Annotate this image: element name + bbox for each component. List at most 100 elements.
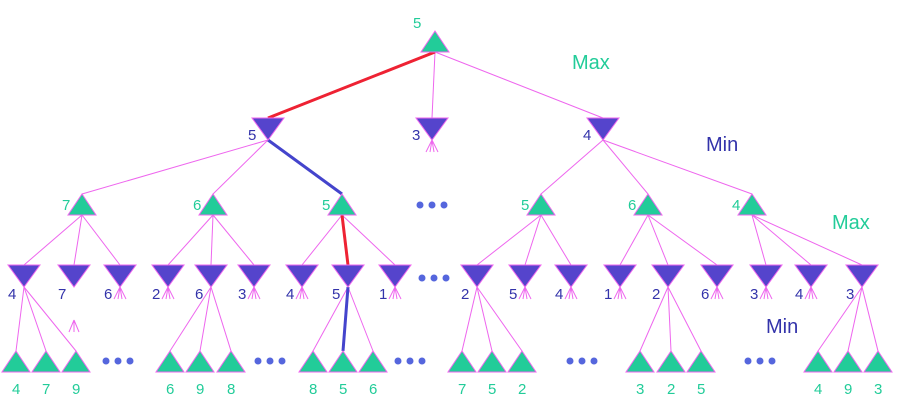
max-node-leaf-5 (216, 350, 246, 373)
edge-root-l1-2 (434, 51, 604, 119)
edge-l1-l2-1 (212, 139, 269, 195)
max-node-l2-3 (526, 193, 556, 216)
value-leaf-16: 9 (844, 381, 852, 398)
dots-leaf-4 (566, 357, 598, 365)
min-node-l3-1 (57, 264, 91, 288)
value-l3-13: 2 (652, 286, 660, 303)
value-leaf-17: 3 (874, 381, 882, 398)
value-l3-2: 6 (104, 286, 112, 303)
edge-l3-leaf-5 (210, 286, 232, 352)
edge-l2-l3-4 (210, 214, 214, 266)
max-node-leaf-10 (477, 350, 507, 373)
edge-l2-l3-6 (301, 214, 343, 266)
edge-l1-l2-0 (81, 139, 269, 195)
value-leaf-11: 2 (518, 381, 526, 398)
edge-l2-l3-9 (476, 214, 542, 266)
edge-l2-l3-16 (751, 214, 812, 266)
max-node-leaf-12 (625, 350, 655, 373)
edge-l3-leaf-16 (847, 286, 863, 352)
max-node-leaf-4 (185, 350, 215, 373)
min-node-l3-7 (331, 264, 365, 288)
value-leaf-13: 2 (667, 381, 675, 398)
edge-root-l1-1 (431, 51, 436, 119)
edge-l2-l3-2 (81, 214, 121, 266)
value-l3-7: 5 (332, 286, 340, 303)
min-node-l3-13 (651, 264, 685, 288)
stub-l3-14 (710, 286, 724, 300)
stub-l3-11 (564, 286, 578, 300)
max-node-leaf-6 (298, 350, 328, 373)
value-l3-15: 3 (750, 286, 758, 303)
value-l3-0: 4 (8, 286, 16, 303)
min-node-l3-6 (285, 264, 319, 288)
edge-l3-leaf-8 (347, 286, 374, 352)
edge-l2-l3-13 (647, 214, 669, 266)
value-l3-16: 4 (795, 286, 803, 303)
level-label-min-3: Min (766, 316, 798, 338)
value-leaf-6: 8 (309, 381, 317, 398)
max-node-leaf-17 (863, 350, 893, 373)
min-node-l3-9 (460, 264, 494, 288)
min-node-l3-8 (378, 264, 412, 288)
value-l3-17: 3 (846, 286, 854, 303)
value-l1-1: 3 (412, 127, 420, 144)
max-node-leaf-7 (328, 350, 358, 373)
edge-l1-l2-3 (540, 139, 604, 195)
value-leaf-9: 7 (458, 381, 466, 398)
value-l3-8: 1 (379, 286, 387, 303)
max-node-leaf-11 (507, 350, 537, 373)
max-node-leaf-14 (686, 350, 716, 373)
edge-l3-leaf-0 (15, 286, 25, 352)
edge-l3-leaf-9 (461, 286, 478, 352)
edge-l3-leaf-17 (861, 286, 879, 352)
min-node-l3-10 (508, 264, 542, 288)
value-l3-14: 6 (701, 286, 709, 303)
edge-l3-leaf-14 (667, 286, 702, 352)
edge-l1-l2-2 (267, 138, 343, 196)
edge-l2-l3-11 (540, 214, 572, 266)
max-node-leaf-1 (31, 350, 61, 373)
min-node-l3-17 (845, 264, 879, 288)
value-l2-2: 5 (322, 197, 330, 214)
value-l2-0: 7 (62, 197, 70, 214)
value-leaf-15: 4 (814, 381, 822, 398)
min-node-l1-0 (251, 117, 285, 141)
min-node-l3-12 (603, 264, 637, 288)
min-node-l3-2 (103, 264, 137, 288)
max-node-leaf-0 (1, 350, 31, 373)
stub-l3-6 (295, 286, 309, 300)
value-l1-0: 5 (248, 127, 256, 144)
value-l3-12: 1 (604, 286, 612, 303)
value-l3-3: 2 (152, 286, 160, 303)
edge-l3-leaf-12 (639, 286, 669, 352)
edge-l2-l3-3 (167, 214, 214, 266)
stub-l3-15 (759, 286, 773, 300)
dots-leaf-1 (102, 357, 134, 365)
value-l3-1: 7 (58, 286, 66, 303)
max-node-l2-1 (198, 193, 228, 216)
value-l3-10: 5 (509, 286, 517, 303)
edge-l2-l3-15 (751, 214, 767, 266)
stub-l3-3 (161, 286, 175, 300)
edge-l2-l3-17 (751, 214, 863, 266)
max-node-leaf-2 (61, 350, 91, 373)
stub-l3-10 (518, 286, 532, 300)
edge-l3-leaf-15 (817, 286, 863, 352)
edge-l1-l2-5 (602, 139, 753, 195)
stub-l3-5 (247, 286, 261, 300)
max-node-l2-5 (737, 193, 767, 216)
value-leaf-14: 5 (697, 381, 705, 398)
principal-variation-edges (267, 50, 436, 352)
value-l3-11: 4 (555, 286, 563, 303)
stub-l3-16 (804, 286, 818, 300)
edge-l1-l2-4 (602, 139, 649, 195)
edge-root-l1-0 (267, 50, 436, 120)
value-leaf-2: 9 (72, 381, 80, 398)
value-l3-5: 3 (238, 286, 246, 303)
dots-l3 (418, 274, 450, 282)
min-node-l3-15 (749, 264, 783, 288)
edge-l2-l3-12 (619, 214, 649, 266)
dots-leaf-5 (744, 357, 776, 365)
value-leaf-4: 9 (196, 381, 204, 398)
value-l3-4: 6 (195, 286, 203, 303)
